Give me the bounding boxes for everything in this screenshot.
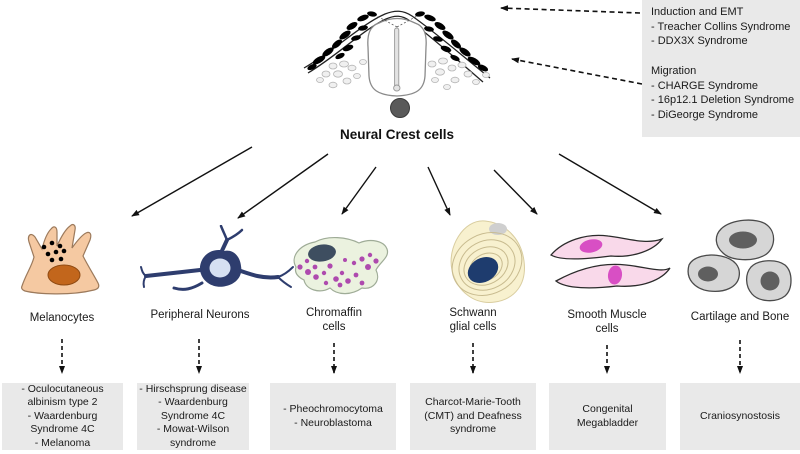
cartilage-bone-illustration <box>687 219 792 302</box>
peripheral-neuron-illustration <box>140 225 294 291</box>
neural-tube-lumen <box>394 27 400 89</box>
label-smooth-muscle: Smooth Muscle cells <box>567 309 647 336</box>
chromaffin-cell-illustration <box>293 237 389 295</box>
neuron-nucleus <box>209 258 231 278</box>
label-peripheral-neurons: Peripheral Neurons <box>150 309 250 321</box>
induction-heading: Induction and EMT <box>651 6 744 18</box>
migration-section: Migration - CHARGE Syndrome - 16p12.1 De… <box>651 64 796 123</box>
disease-box-cartilage: Craniosynostosis <box>680 383 800 450</box>
lumen-bulge <box>393 84 401 92</box>
chromaffin-granules <box>297 252 379 288</box>
arrow-to-melanocytes <box>131 146 253 217</box>
muscle-cells <box>550 234 671 289</box>
disease-box-chromaffin: - Pheochromocytoma - Neuroblastoma <box>270 383 396 450</box>
placode-cells <box>316 57 490 90</box>
arrow-to-chromaffin-cells <box>341 166 377 215</box>
schwann-nucleus <box>467 257 499 283</box>
annotation-box: Induction and EMT - Treacher Collins Syn… <box>642 0 800 137</box>
page-title: Neural Crest cells <box>339 127 455 142</box>
muscle-nuclei <box>579 239 623 285</box>
label-cartilage-bone: Cartilage and Bone <box>690 311 790 323</box>
migration-heading: Migration <box>651 64 697 77</box>
notochord <box>390 98 410 118</box>
neural-tube-illustration <box>303 10 491 118</box>
disease-box-neurons: - Hirschsprung disease - Waardenburg Syn… <box>137 383 249 450</box>
disease-box-muscle: Congenital Megabladder <box>549 383 666 450</box>
disease-box-schwann: Charcot-Marie-Tooth (CMT) and Deafness s… <box>410 383 536 450</box>
dashed-arrow-induction <box>500 5 641 14</box>
dashed-arrow-migration <box>511 57 643 85</box>
chromaffin-nucleus <box>308 244 336 262</box>
disease-box-melanocytes: - Oculocutaneous albinism type 2 - Waard… <box>2 383 123 450</box>
migration-item: - 16p12.1 Deletion Syndrome <box>651 94 795 107</box>
neural-crest-cells-migrating <box>307 11 489 72</box>
chondrocyte-nuclei <box>698 231 780 291</box>
induction-item: - DDX3X Syndrome <box>651 35 748 48</box>
label-chromaffin-cells: Chromaffin cells <box>305 307 363 334</box>
arrow-to-cartilage-bone <box>558 153 662 215</box>
schwann-cell-illustration <box>450 220 525 303</box>
melanin-granules <box>41 240 67 263</box>
label-melanocytes: Melanocytes <box>29 312 95 324</box>
arrow-to-peripheral-neurons <box>237 153 329 219</box>
schwann-debris <box>489 223 507 235</box>
migration-item: - CHARGE Syndrome <box>651 79 758 92</box>
label-schwann-cells: Schwann glial cells <box>449 307 497 334</box>
induction-section: Induction and EMT - Treacher Collins Syn… <box>651 5 796 49</box>
smooth-muscle-illustration <box>550 234 671 289</box>
arrow-to-schwann-cells <box>427 166 451 216</box>
melanocyte-nucleus <box>47 264 81 286</box>
neuron-dendrites <box>140 225 294 291</box>
arrow-to-smooth-muscle <box>493 169 538 215</box>
tube-top-dashes <box>376 15 418 28</box>
induction-item: - Treacher Collins Syndrome <box>651 20 791 33</box>
migration-item: - DiGeorge Syndrome <box>651 108 758 121</box>
melanocyte-illustration <box>21 224 100 295</box>
